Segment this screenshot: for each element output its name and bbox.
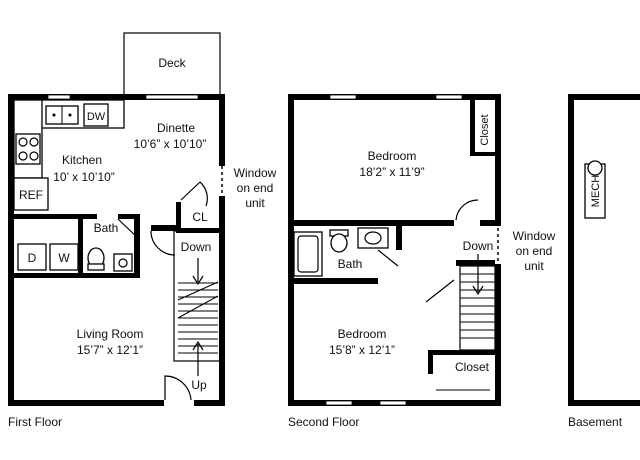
sf-down-label: Down xyxy=(463,239,494,253)
washer-label: W xyxy=(58,251,70,265)
sf-bath-toilet xyxy=(330,233,348,253)
sf-bath-door xyxy=(377,249,399,267)
sf-bath-label: Bath xyxy=(338,257,363,271)
ff-up-arrow xyxy=(192,340,204,376)
basement-plan: MECH Basement xyxy=(568,94,640,429)
ff-down-label: Down xyxy=(181,240,212,254)
ff-stair-area xyxy=(173,230,221,362)
kitchen-dims: 10’ x 10’10” xyxy=(53,170,115,184)
ff-wall-bottom-left xyxy=(8,400,164,406)
sf-window-note-2: on end xyxy=(516,244,553,258)
ff-window-deck-door xyxy=(145,94,199,100)
ff-up-label: Up xyxy=(191,378,207,392)
sf-wall-top xyxy=(288,94,501,100)
ref-label: REF xyxy=(19,188,43,202)
sf-down-arrow xyxy=(472,254,484,296)
refrigerator xyxy=(13,177,49,211)
dishwasher xyxy=(83,103,109,127)
sf-wall-left xyxy=(288,94,294,406)
ff-down-arrow xyxy=(192,258,204,286)
sf-bottom-closet-label: Closet xyxy=(455,360,490,374)
dryer-label: D xyxy=(28,251,37,265)
living-room-dims: 15’7” x 12’1” xyxy=(77,343,143,357)
ff-window-note-2: on end xyxy=(237,181,274,195)
sf-window-top-2 xyxy=(435,94,463,100)
sf-bath-sink xyxy=(357,227,389,249)
sf-wall-right-lower xyxy=(495,264,501,406)
kitchen-name: Kitchen xyxy=(62,153,102,167)
washer xyxy=(49,243,79,271)
ff-window-note-3: unit xyxy=(245,196,265,210)
bedroom2-dims: 15’8” x 12’1” xyxy=(329,343,395,357)
bedroom1-door xyxy=(455,199,479,221)
sf-window-note-3: unit xyxy=(524,259,544,273)
ff-wall-top xyxy=(8,94,225,100)
dinette-dims: 10’6” x 10’10” xyxy=(134,137,207,151)
sf-window-bottom-1 xyxy=(325,400,353,406)
sf-top-closet-label: Closet xyxy=(479,114,491,145)
sf-window-bottom-2 xyxy=(379,400,407,406)
bathtub xyxy=(293,231,323,277)
stair-door-swing xyxy=(150,230,176,256)
ff-wall-right-lower xyxy=(219,196,225,406)
dishwasher-label: DW xyxy=(87,111,106,123)
deck-label: Deck xyxy=(158,56,186,70)
dinette-name: Dinette xyxy=(157,121,195,135)
sf-wall-right-upper xyxy=(495,94,501,226)
entry-door xyxy=(164,375,192,401)
bedroom2-name: Bedroom xyxy=(338,327,387,341)
dryer xyxy=(17,243,47,271)
basement-caption: Basement xyxy=(568,415,623,429)
bedroom1-dims: 18’2” x 11’9” xyxy=(359,165,424,179)
ff-stair-treads xyxy=(177,281,219,354)
second-floor-caption: Second Floor xyxy=(288,415,359,429)
ff-window-top-1 xyxy=(47,94,71,100)
first-floor-caption: First Floor xyxy=(8,415,62,429)
ff-window-note-1: Window xyxy=(234,166,277,180)
mech-label: MECH xyxy=(590,175,602,207)
first-bath-door xyxy=(117,218,141,241)
first-bath-sink xyxy=(113,253,133,272)
sf-window-top-1 xyxy=(329,94,357,100)
ff-wall-right-upper xyxy=(219,94,225,166)
first-floor-plan: Deck DW REF Dinette 10’6” xyxy=(8,32,277,429)
closet-label: CL xyxy=(192,210,208,224)
ff-wall-left xyxy=(8,94,14,406)
first-bath-label: Bath xyxy=(94,221,119,235)
bedroom1-name: Bedroom xyxy=(368,149,417,163)
second-floor-plan: Closet Bedroom 18’2” x 11’9” Bath xyxy=(288,94,556,429)
living-room-name: Living Room xyxy=(77,327,144,341)
ff-wall-bottom-right xyxy=(194,400,225,406)
sf-window-note-1: Window xyxy=(513,229,556,243)
closet-door xyxy=(180,181,201,201)
bedroom2-door xyxy=(425,279,455,303)
